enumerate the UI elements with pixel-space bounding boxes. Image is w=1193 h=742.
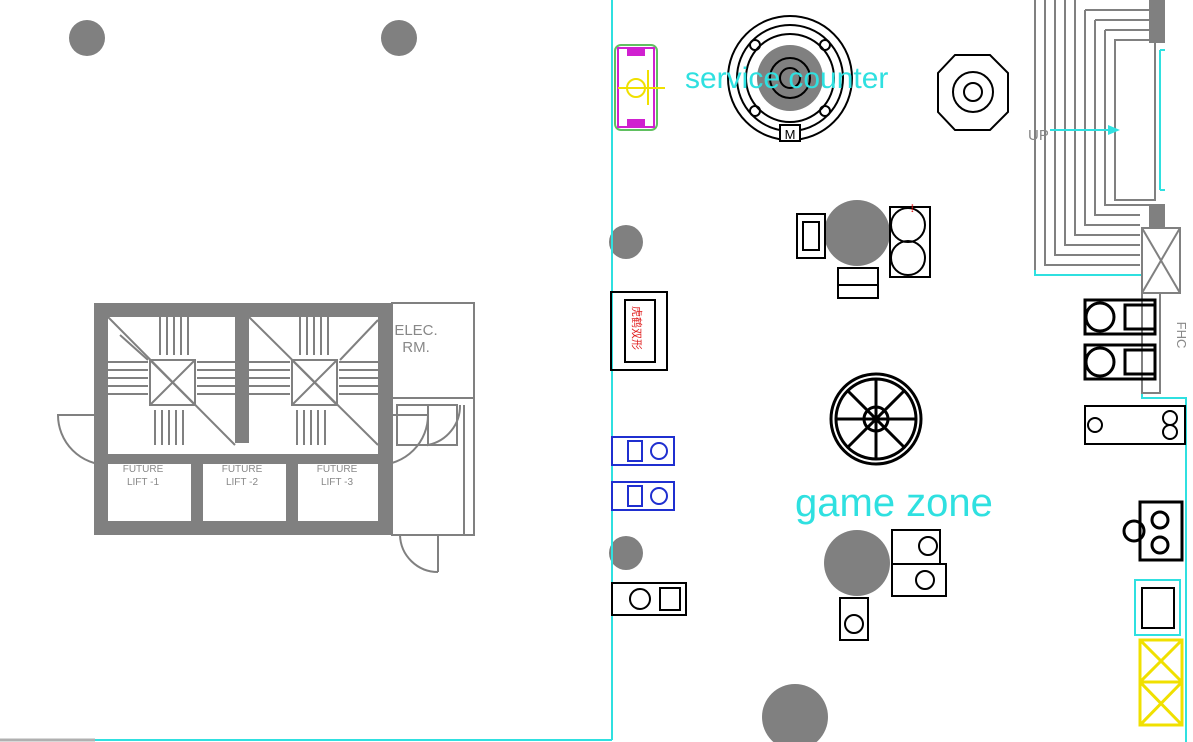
up-label: UP [1028, 127, 1049, 144]
cabinet-brand-text: •••• [908, 204, 914, 212]
svg-text:M: M [785, 127, 796, 142]
crane-machine [1084, 405, 1186, 445]
elec-room-label: RM. [402, 339, 430, 356]
service-counter-label: service counter [685, 62, 888, 95]
column [609, 536, 643, 570]
octagon-machine [937, 54, 1009, 131]
steering-machine [1122, 500, 1184, 562]
structural-columns [69, 20, 890, 742]
fhc-label: FHC [1174, 322, 1189, 349]
up-arrow [1108, 125, 1120, 135]
arcade-machine [796, 206, 931, 299]
lift-3-label: FUTURE [317, 464, 358, 475]
lift-1-label: FUTURE [123, 464, 164, 475]
lift-2-label: LIFT -2 [226, 477, 258, 488]
column [762, 684, 828, 742]
column [824, 530, 890, 596]
car-machine [611, 582, 687, 616]
seat-machine [1083, 298, 1157, 381]
wheel-machine [829, 372, 923, 466]
yellow-machine [1138, 638, 1184, 727]
column [69, 20, 105, 56]
arcade-machine [839, 529, 947, 641]
lift-1-label: LIFT -1 [127, 477, 159, 488]
lift-2-label: FUTURE [222, 464, 263, 475]
racing-machine [611, 436, 675, 511]
column [824, 200, 890, 266]
column [609, 225, 643, 259]
stair-lift-core [56, 302, 475, 573]
claw-machine [614, 44, 665, 131]
column [381, 20, 417, 56]
cabinet-label: 虎鹤双形 [630, 306, 644, 350]
escalator [1034, 0, 1181, 394]
game-zone-label: game zone [795, 481, 993, 525]
service-counter-booth: M [727, 15, 853, 142]
elec-room-label: ELEC. [394, 322, 437, 339]
lift-3-label: LIFT -3 [321, 477, 353, 488]
cabinet-machine [610, 291, 668, 371]
cyan-machine [1134, 579, 1181, 636]
